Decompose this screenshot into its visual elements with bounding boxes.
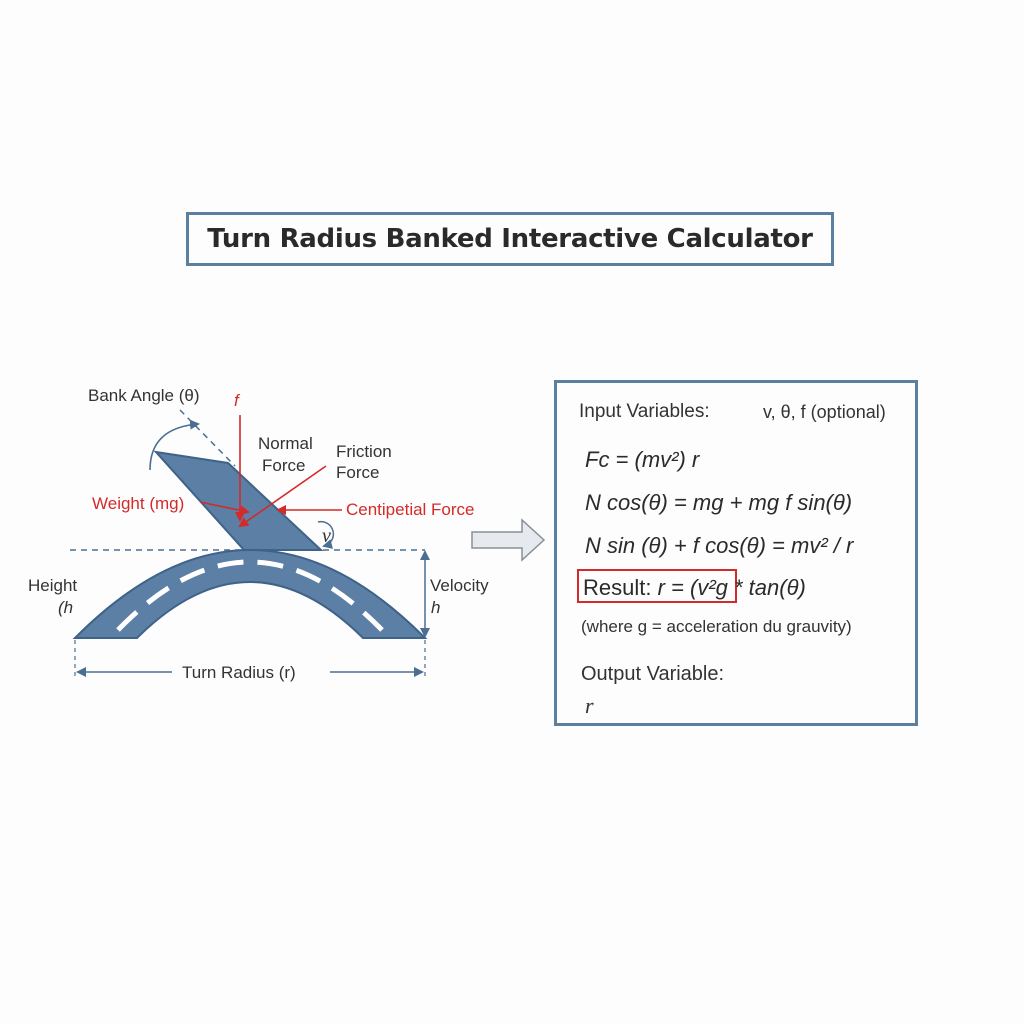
page-title: Turn Radius Banked Interactive Calculato… [207,224,813,254]
banked-vehicle [153,450,324,551]
normal-force-arrow [238,465,327,528]
title-frame: Turn Radius Banked Interactive Calculato… [186,212,834,266]
turn-radius-label: Turn Radius (r) [182,663,296,682]
friction-symbol-label: f [234,391,241,410]
input-variables-value: v, θ, f (optional) [763,402,886,422]
normal-force-label-1: Normal [258,434,313,453]
output-variable-value: r [585,693,594,718]
velocity-label-1: Velocity [430,576,489,595]
input-variables-label: Input Variables: [579,401,710,422]
road-center-dashes [116,559,384,632]
road-arch [72,549,428,639]
bank-angle-label: Bank Angle (θ) [88,386,200,405]
bank-angle-arc-icon [149,419,200,471]
friction-force-label-2: Force [336,463,379,482]
equation-vertical-balance: N cos(θ) = mg + mg f sin(θ) [585,490,853,515]
v-symbol-label: v [322,525,331,547]
weight-arrow [199,501,250,516]
height-label-1: Height [28,576,77,595]
result-highlight-box [577,569,737,603]
height-label-2: (h [58,598,73,617]
equation-centripetal: Fc = (mv²) r [585,447,700,472]
result-label: Result: [583,575,652,600]
centripetal-force-label: Centipetial Force [346,500,475,519]
normal-force-label-2: Force [262,456,305,475]
output-variable-label: Output Variable: [581,663,725,685]
friction-force-label-1: Friction [336,442,392,461]
velocity-label-2: h [431,598,440,617]
equation-horizontal-balance: N sin (θ) + f cos(θ) = mv² / r [585,533,854,558]
result-row: Result: r = (v²g * tan(θ) [583,575,806,601]
result-formula: r = (v²g * tan(θ) [657,575,806,600]
flow-arrow-icon [471,518,546,562]
velocity-rotation-icon [317,520,335,549]
bank-angle-dashed-line [179,409,236,467]
gravity-note: (where g = acceleration du grauvity) [581,617,852,636]
weight-label: Weight (mg) [92,494,184,513]
formula-panel: Input Variables: v, θ, f (optional) Fc =… [554,380,918,726]
